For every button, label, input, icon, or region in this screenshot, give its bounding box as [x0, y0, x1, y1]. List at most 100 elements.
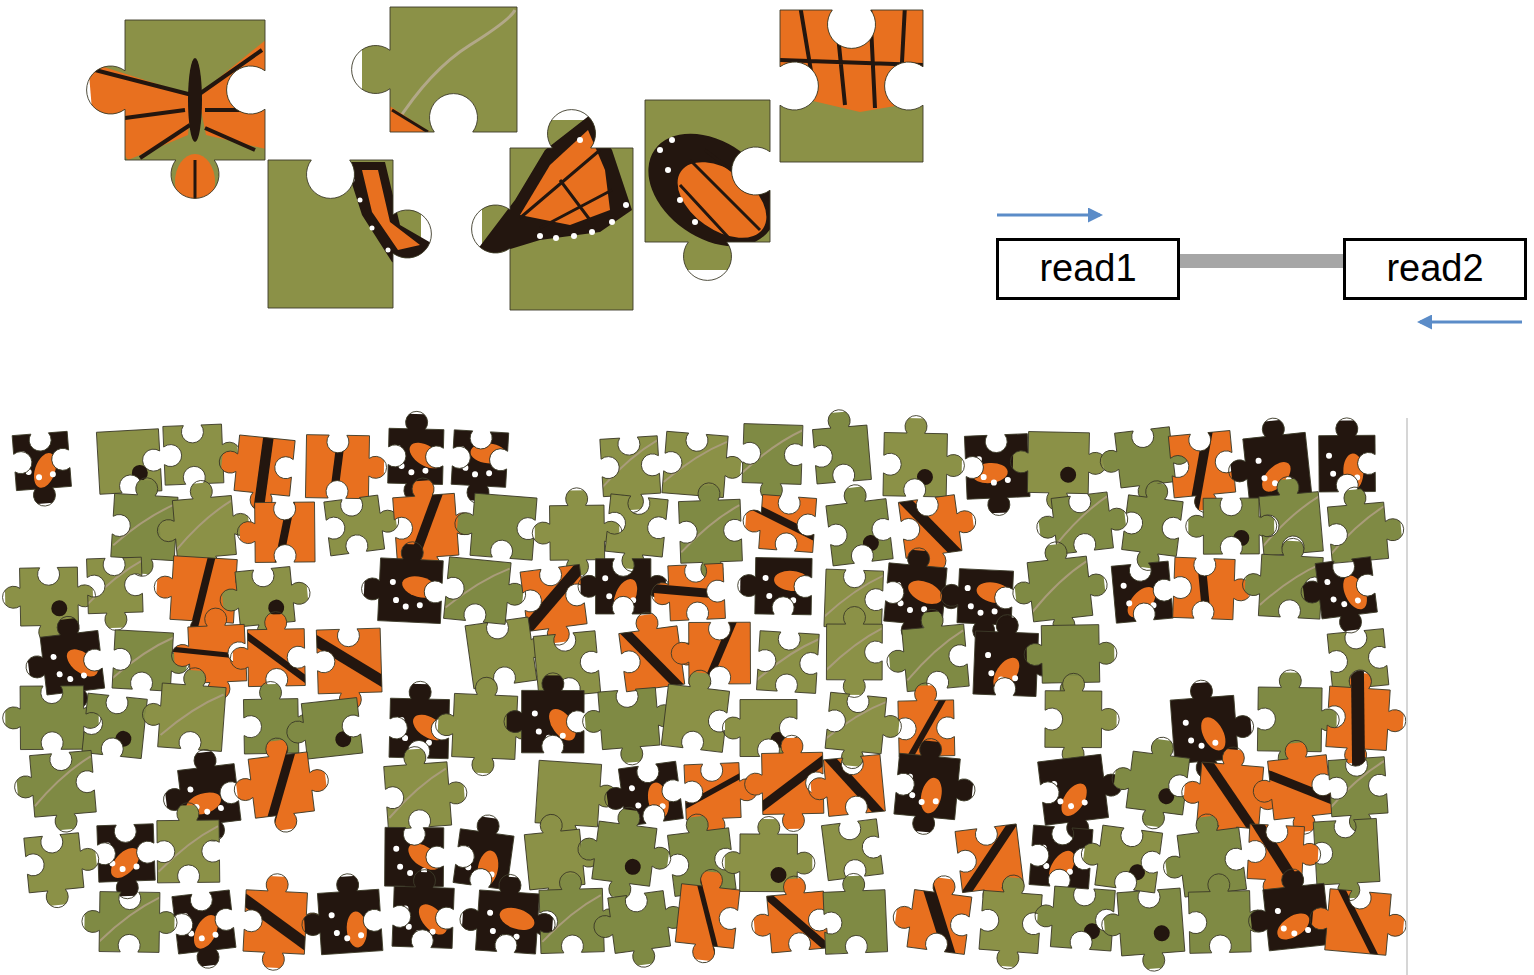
- wing-dot: [1136, 605, 1143, 612]
- wing-shape: [773, 569, 811, 592]
- wing-dot: [120, 866, 126, 872]
- piece-outline: [229, 732, 335, 838]
- piece-fill: [752, 0, 951, 190]
- wing-vein: [392, 110, 428, 132]
- wing-vein: [888, 484, 972, 570]
- puzzle-piece: [435, 414, 524, 506]
- piece-outline: [1307, 887, 1409, 957]
- wing-dot: [560, 733, 566, 739]
- puzzle-piece: [367, 743, 470, 846]
- piece-outline: [97, 824, 156, 900]
- puzzle-piece: [1305, 867, 1410, 975]
- wing-vein: [520, 150, 612, 228]
- wing-shape: [905, 576, 946, 609]
- piece-outline: [1045, 673, 1120, 765]
- piece-outline: [82, 693, 147, 758]
- wing-dot: [921, 606, 928, 613]
- plant-stem: [664, 437, 727, 487]
- wing-dot: [1198, 743, 1204, 749]
- piece-fill: [1312, 741, 1404, 833]
- piece-fill: [1011, 540, 1110, 639]
- wing-dot: [1330, 471, 1336, 477]
- piece-fill: [807, 874, 903, 970]
- plant-stem: [386, 769, 449, 818]
- puzzle-piece: [376, 868, 469, 964]
- wing-dot: [486, 470, 492, 476]
- piece-fill: [807, 738, 902, 833]
- puzzle-piece: [7, 816, 103, 912]
- wing-shape: [1157, 787, 1175, 805]
- wing-shape: [106, 843, 145, 883]
- piece-outline: [1106, 731, 1192, 832]
- wing-dot: [1068, 803, 1075, 810]
- piece-outline: [826, 606, 882, 697]
- wing-dot: [907, 607, 914, 614]
- plant-stem: [446, 563, 510, 614]
- wing-dot: [589, 229, 595, 235]
- piece-outline: [590, 888, 690, 973]
- wing-dot: [629, 785, 636, 792]
- piece-outline: [645, 100, 770, 280]
- wing-dot: [36, 474, 42, 480]
- wing-dot: [537, 233, 543, 239]
- wing-shape: [388, 105, 430, 132]
- piece-outline: [382, 743, 469, 830]
- wing-dot: [67, 676, 74, 683]
- wing-dot: [918, 799, 925, 806]
- piece-outline: [748, 874, 829, 955]
- wing-dot: [985, 652, 991, 658]
- piece-fill: [1298, 540, 1394, 636]
- puzzle-piece: [81, 876, 177, 967]
- wing-dot: [403, 603, 409, 609]
- piece-fill: [142, 667, 243, 768]
- wing-dot: [635, 802, 642, 809]
- wing-dot: [490, 928, 496, 934]
- wing-dot: [212, 931, 219, 938]
- piece-outline: [1029, 825, 1093, 889]
- piece-outline: [229, 611, 305, 687]
- wing-dot: [81, 672, 88, 679]
- wing-shape: [520, 130, 610, 225]
- puzzle-piece: [155, 873, 253, 973]
- piece-outline: [172, 890, 238, 971]
- piece-fill: [435, 414, 524, 503]
- forward-arrow: [997, 214, 1100, 217]
- read-box: read2: [1343, 238, 1527, 300]
- wing-vein: [228, 622, 325, 693]
- piece-outline: [742, 424, 803, 502]
- wing-dot: [1081, 799, 1088, 806]
- wing-dot: [1275, 908, 1282, 915]
- plant-stem: [599, 439, 662, 488]
- puzzle-piece: [139, 664, 242, 767]
- wing-shape: [1083, 923, 1100, 940]
- piece-outline: [1325, 669, 1409, 770]
- wing-dot: [50, 471, 56, 477]
- piece-outline: [504, 673, 584, 753]
- wing-dot: [402, 735, 408, 741]
- wing-shape: [1153, 925, 1170, 942]
- wing-dot: [1324, 579, 1331, 586]
- wing-dot: [1126, 600, 1133, 607]
- puzzle-piece: [752, 0, 951, 190]
- butterfly-body: [188, 58, 202, 142]
- wing-dot: [406, 260, 411, 265]
- piece-fill: [368, 746, 468, 846]
- wing-shape: [131, 465, 148, 482]
- wing-shape: [917, 469, 933, 485]
- plant-stem: [679, 505, 741, 552]
- wing-dot: [407, 870, 413, 876]
- wing-dot: [1012, 675, 1018, 681]
- wing-dot: [133, 863, 139, 869]
- piece-outline: [601, 761, 683, 828]
- wing-dot: [1255, 458, 1262, 465]
- wing-dot: [204, 808, 211, 815]
- piece-fill: [878, 737, 977, 836]
- wing-dot: [1067, 869, 1073, 875]
- wing-dot: [692, 219, 698, 225]
- piece-outline: [883, 607, 970, 694]
- scattered-pieces: [0, 401, 1411, 975]
- wing-dot: [1341, 601, 1348, 608]
- piece-fill: [155, 873, 252, 970]
- wing-dot: [187, 786, 194, 793]
- piece-outline: [1241, 536, 1324, 619]
